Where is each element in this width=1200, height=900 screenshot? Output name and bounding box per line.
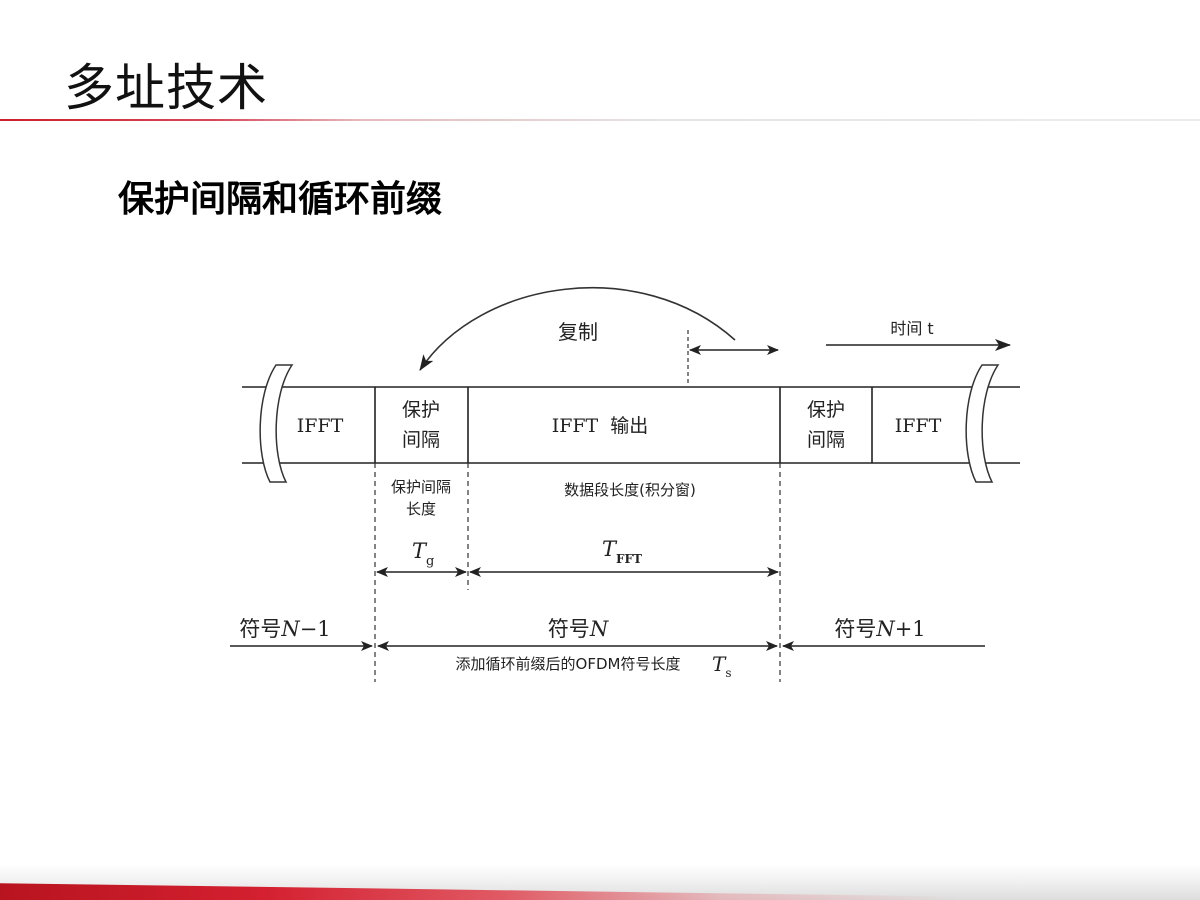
slide-title: 多址技术 bbox=[64, 59, 268, 117]
symbol-next-label: 符号N+1 bbox=[834, 617, 925, 641]
copy-arrow bbox=[419, 287, 736, 371]
block-guard-left-line1: 保护 bbox=[402, 399, 440, 421]
dashed-guides bbox=[374, 463, 781, 682]
block-guard-right-line2: 间隔 bbox=[807, 429, 845, 451]
block-ifft-output: IFFT 输出 bbox=[552, 415, 649, 437]
symbol-current-label: 符号N bbox=[548, 617, 609, 641]
block-guard-left-line2: 间隔 bbox=[402, 429, 440, 451]
tg-label: Tg bbox=[412, 539, 434, 569]
title-divider bbox=[0, 119, 1200, 121]
time-label: 时间 t bbox=[890, 319, 933, 338]
guard-length-line2: 长度 bbox=[406, 500, 436, 518]
symbol-frame bbox=[242, 386, 1020, 464]
block-guard-right-line1: 保护 bbox=[807, 399, 845, 421]
block-ifft-right: IFFT bbox=[895, 415, 942, 437]
block-ifft-left: IFFT bbox=[297, 415, 344, 437]
copy-label: 复制 bbox=[558, 320, 598, 344]
guard-length-line1: 保护间隔 bbox=[391, 478, 451, 496]
tfft-label: TFFT bbox=[602, 537, 642, 566]
slide-subtitle: 保护间隔和循环前缀 bbox=[118, 179, 443, 220]
break-mark-left bbox=[259, 364, 294, 483]
ofdm-length-label: 添加循环前缀后的OFDM符号长度 bbox=[456, 655, 681, 673]
break-mark-right bbox=[965, 364, 1000, 483]
symbol-prev-label: 符号N−1 bbox=[239, 617, 330, 641]
ts-label: Ts bbox=[712, 652, 732, 680]
data-length-label: 数据段长度(积分窗) bbox=[564, 481, 696, 499]
